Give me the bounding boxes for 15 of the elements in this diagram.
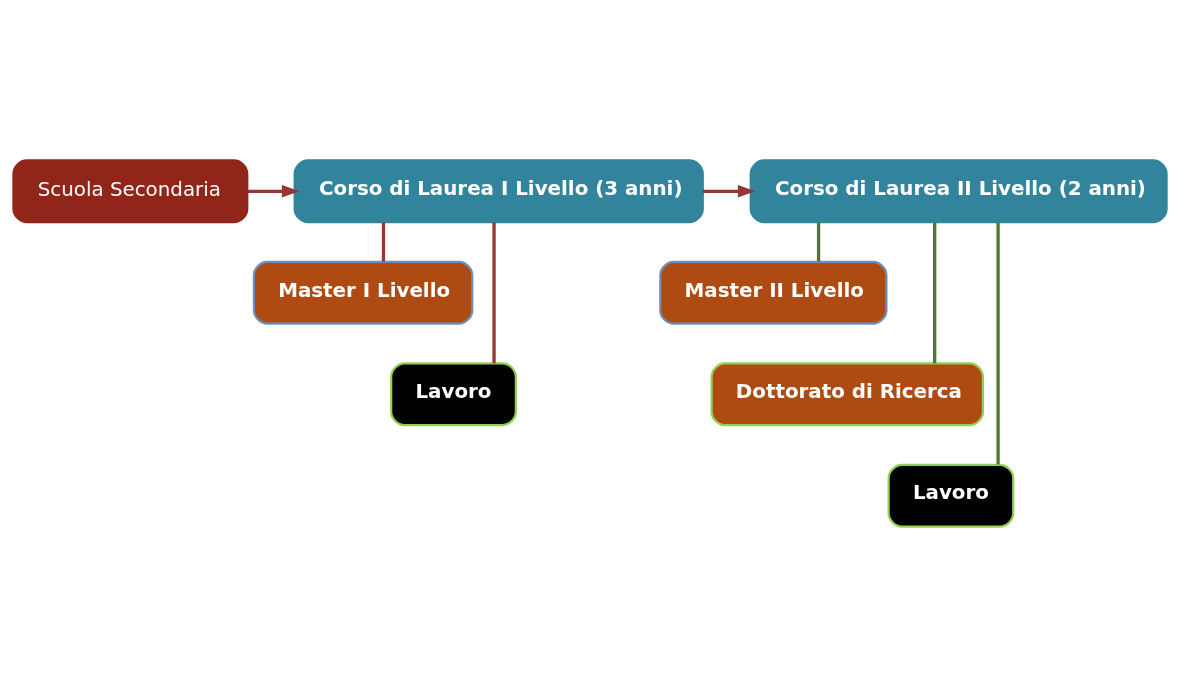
node-box: Lavoro	[887, 463, 1015, 528]
arrow	[702, 185, 756, 198]
node-box: Scuola Secondaria	[12, 159, 249, 224]
node-box: Corso di Laurea II Livello (2 anni)	[749, 159, 1168, 224]
node-box: Master II Livello	[659, 260, 888, 325]
arrow	[247, 185, 300, 198]
node-box: Master I Livello	[252, 260, 474, 325]
node-box: Corso di Laurea I Livello (3 anni)	[293, 159, 704, 224]
connector	[933, 222, 937, 364]
connector	[816, 222, 821, 262]
connector	[492, 222, 496, 364]
node-box: Dottorato di Ricerca	[710, 362, 985, 427]
connector	[381, 222, 386, 262]
node-box: Lavoro	[390, 362, 517, 427]
connector	[996, 222, 1000, 465]
